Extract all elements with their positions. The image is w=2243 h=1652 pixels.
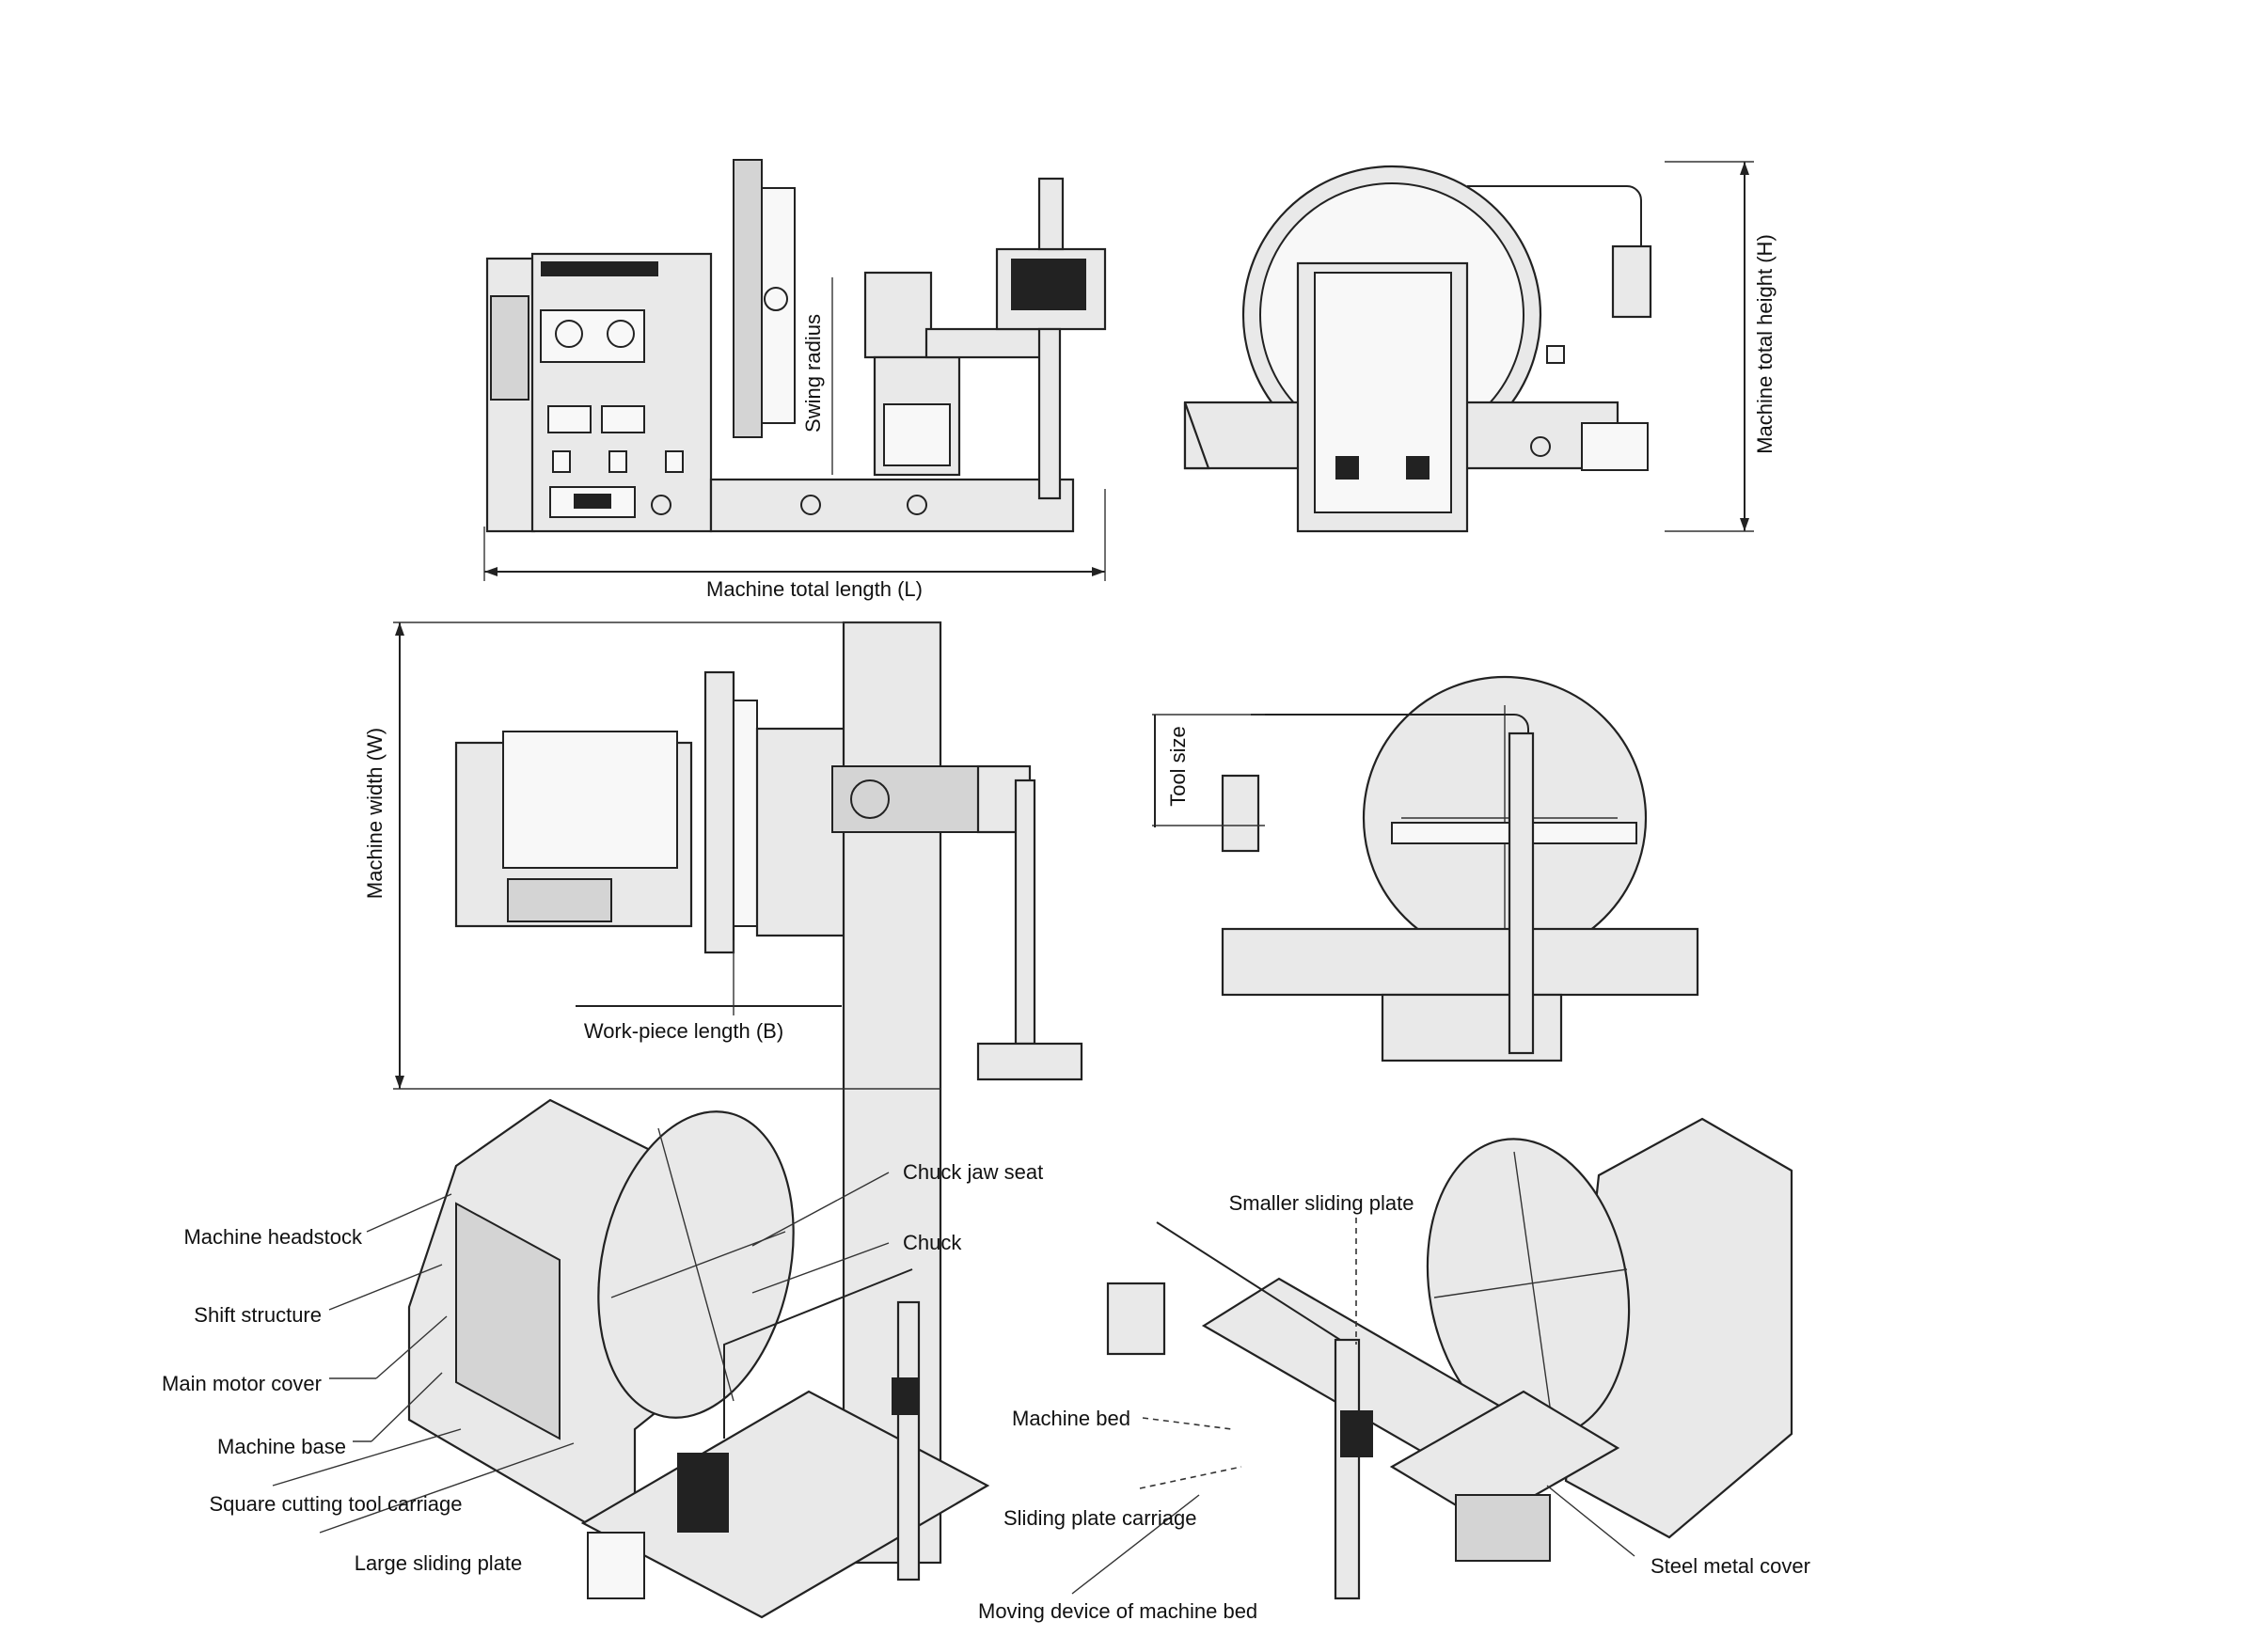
callout-leaders: [272, 1172, 1635, 1595]
callout-machine-headstock: Machine headstock: [183, 1225, 363, 1249]
dim-swing-radius-label: Swing radius: [801, 314, 825, 433]
dim-length-label: Machine total length (L): [706, 577, 923, 601]
callout-machine-bed: Machine bed: [1012, 1407, 1130, 1430]
callout-smaller-sliding-plate: Smaller sliding plate: [1229, 1191, 1414, 1215]
isometric-view-left: [407, 1098, 990, 1619]
callout-shift-structure: Shift structure: [194, 1303, 322, 1327]
rear-view: [1152, 675, 1699, 1062]
callout-large-sliding-plate: Large sliding plate: [355, 1551, 523, 1575]
dim-width-label: Machine width (W): [363, 728, 387, 899]
callout-chuck-jaw-seat: Chuck jaw seat: [903, 1160, 1043, 1184]
dim-workpiece-length-label: Work-piece length (B): [584, 1019, 783, 1043]
callout-chuck: Chuck: [903, 1231, 962, 1254]
callout-sliding-plate-carriage: Sliding plate carriage: [1003, 1506, 1196, 1530]
callout-square-cutting-tool-carriage: Square cutting tool carriage: [209, 1492, 462, 1516]
side-view: [1183, 161, 1754, 533]
top-view: [393, 621, 1083, 1565]
callout-machine-base: Machine base: [217, 1435, 346, 1458]
front-view: [483, 159, 1107, 581]
callout-steel-metal-cover: Steel metal cover: [1651, 1554, 1810, 1578]
isometric-view-right: [1106, 1117, 1793, 1600]
callout-main-motor-cover: Main motor cover: [162, 1372, 322, 1395]
dim-height-label: Machine total height (H): [1753, 234, 1777, 454]
callout-moving-device-of-machine-bed: Moving device of machine bed: [978, 1599, 1257, 1623]
dim-tool-size-label: Tool size: [1166, 726, 1190, 807]
